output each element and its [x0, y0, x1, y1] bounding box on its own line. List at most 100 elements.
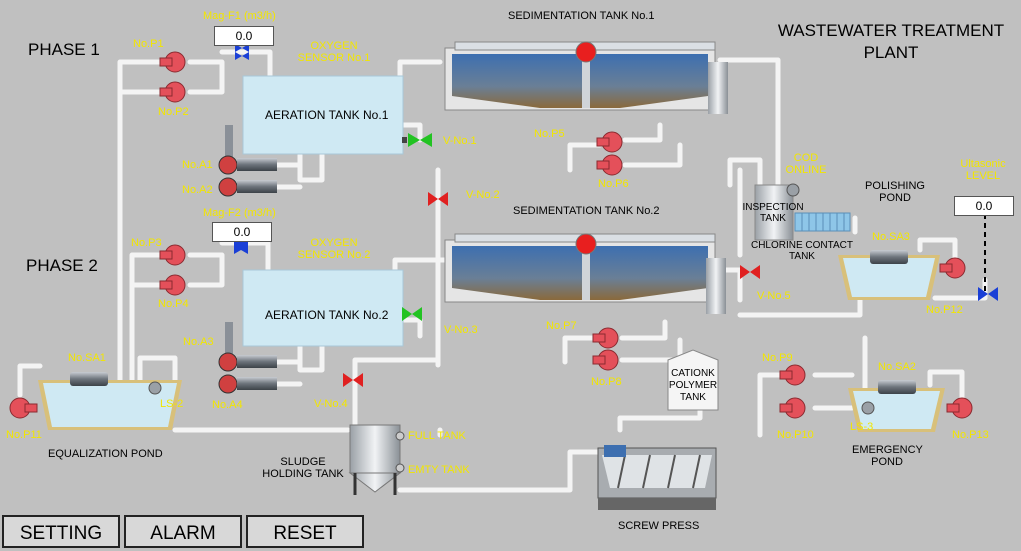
inspection-tank-label: INSPECTION TANK	[736, 202, 810, 224]
pump-p4-icon[interactable]	[159, 274, 186, 296]
emergency-line-2: POND	[871, 456, 903, 468]
valve-v1-label: V-No.1	[443, 135, 477, 147]
emergency-line-1: EMERGENCY	[852, 444, 923, 456]
full-tank-label: FULL TANK	[408, 430, 466, 442]
blower-a2-icon	[218, 177, 277, 197]
emergency-pond-label: EMERGENCY POND	[852, 444, 923, 468]
chlorine-line-2: TANK	[789, 251, 815, 262]
chlorine-line-1: CHLORINE CONTACT	[750, 240, 854, 251]
pump-p3-icon[interactable]	[159, 244, 186, 266]
v-no2-valve-icon[interactable]	[428, 192, 448, 206]
pump-p7-label: No.P7	[546, 320, 577, 332]
sa1-label: No.SA1	[68, 352, 106, 364]
oxygen-sensor-1-label: OXYGEN SENSOR No.1	[286, 40, 382, 64]
pump-p2-icon[interactable]	[159, 81, 186, 103]
v-no1-valve-icon[interactable]	[402, 133, 432, 147]
sedimentation-tank-1-shape	[444, 41, 728, 114]
pump-p1-label: No.P1	[133, 38, 164, 50]
sa2-blower-icon	[878, 380, 916, 394]
polymer-tank-shape	[667, 349, 719, 411]
v-no4-valve-icon[interactable]	[343, 373, 363, 387]
pump-p12-icon[interactable]	[939, 257, 966, 279]
mag-f1-value[interactable]: 0.0	[214, 26, 274, 46]
blower-a3-icon	[218, 322, 277, 372]
inspection-line-1: INSPECTION	[742, 202, 804, 213]
mag-f2-value[interactable]: 0.0	[212, 222, 272, 242]
pump-p11-icon[interactable]	[9, 397, 38, 419]
pump-p5-icon[interactable]	[596, 131, 623, 153]
valve-v2-label: V-No.2	[466, 189, 500, 201]
sedimentation-tank-2-shape	[444, 233, 726, 314]
pump-p3-label: No.P3	[131, 237, 162, 249]
inspection-tank-shape	[754, 184, 794, 241]
pump-p9-label: No.P9	[762, 352, 793, 364]
sludge-holding-tank-shape	[348, 424, 405, 495]
oxygen-sensor-2-label: OXYGEN SENSOR No.2	[286, 237, 382, 261]
reset-button[interactable]: RESET	[246, 515, 364, 548]
oxygen-sensor-2-line-1: OXYGEN	[310, 237, 358, 249]
pump-p1-icon[interactable]	[159, 51, 186, 73]
mag-f1-label: Mag-F1 (m3/h)	[203, 10, 276, 22]
equalization-pond-label: EQUALIZATION POND	[48, 448, 163, 460]
sa1-blower-icon	[70, 372, 108, 386]
cod-online-label: COD ONLINE	[782, 152, 830, 176]
ultrasonic-label: Ultasonic LEVEL	[950, 158, 1016, 182]
ls-2-label: LS-2	[160, 398, 184, 410]
sedimentation-tank-1-label: SEDIMENTATION TANK No.1	[508, 10, 655, 22]
ls-3-sensor-icon	[861, 401, 875, 415]
v-no5-valve-icon[interactable]	[740, 265, 760, 279]
pump-p2-label: No.P2	[158, 106, 189, 118]
polymer-line-1: CATIONK	[671, 368, 715, 379]
mag-f1-valve-icon[interactable]	[235, 44, 249, 60]
aeration-tank-2-shape	[242, 269, 404, 347]
pump-p5-label: No.P5	[534, 128, 565, 140]
aeration-tank-1-label: AERATION TANK No.1	[265, 108, 389, 122]
valve-v4-label: V-No.4	[314, 398, 348, 410]
pump-p8-icon[interactable]	[592, 349, 619, 371]
setting-button[interactable]: SETTING	[2, 515, 120, 548]
phase-2-label: PHASE 2	[26, 256, 98, 275]
blower-a4-label: No.A4	[212, 399, 243, 411]
pump-p9-icon[interactable]	[779, 364, 806, 386]
emergency-pond-shape	[848, 388, 945, 432]
valve-v5-label: V-No.5	[757, 290, 791, 302]
chlorine-contact-tank-label: CHLORINE CONTACT TANK	[750, 240, 854, 262]
polishing-pond-shape	[838, 255, 940, 300]
polymer-line-3: TANK	[680, 392, 706, 403]
blower-a3-label: No.A3	[183, 336, 214, 348]
blower-a4-icon	[218, 374, 277, 394]
sludge-line-1: SLUDGE	[280, 456, 326, 468]
oxygen-sensor-2-line-2: SENSOR No.2	[297, 249, 371, 261]
sa3-label: No.SA3	[872, 231, 910, 243]
inspection-line-2: TANK	[760, 213, 786, 224]
ultrasonic-label-line-2: LEVEL	[965, 170, 1001, 182]
cod-line-2: ONLINE	[785, 164, 827, 176]
ultrasonic-value[interactable]: 0.0	[954, 196, 1014, 216]
ls-2-sensor-icon	[148, 381, 162, 395]
polymer-line-2: POLYMER	[668, 380, 718, 391]
mag-f2-label: Mag-F2 (m3/h)	[203, 207, 276, 219]
pump-p6-label: No.P6	[598, 178, 629, 190]
page-title: WASTEWATER TREATMENT PLANT	[760, 20, 1021, 64]
polishing-line-2: POND	[879, 192, 911, 204]
polymer-tank-label: CATIONK POLYMER TANK	[664, 368, 722, 404]
polishing-pond-label: POLISHING POND	[860, 180, 930, 204]
pump-p7-icon[interactable]	[592, 327, 619, 349]
pump-p13-icon[interactable]	[946, 397, 973, 419]
pump-p8-label: No.P8	[591, 376, 622, 388]
v-no3-valve-icon[interactable]	[402, 307, 422, 321]
ultrasonic-label-line-1: Ultasonic	[960, 158, 1006, 170]
pump-p13-label: No.P13	[952, 429, 989, 441]
alarm-button[interactable]: ALARM	[124, 515, 242, 548]
pump-p4-label: No.P4	[158, 298, 189, 310]
ultrasonic-valve-icon[interactable]	[978, 287, 998, 301]
mag-f2-valve-icon[interactable]	[234, 238, 248, 254]
valve-v3-label: V-No.3	[444, 324, 478, 336]
sludge-holding-tank-label: SLUDGE HOLDING TANK	[258, 456, 348, 480]
pump-p6-icon[interactable]	[596, 154, 623, 176]
pump-p10-icon[interactable]	[779, 397, 806, 419]
screw-press-label: SCREW PRESS	[618, 520, 700, 532]
oxygen-sensor-1-line-1: OXYGEN	[310, 40, 358, 52]
title-line-1: WASTEWATER TREATMENT	[777, 21, 1005, 40]
